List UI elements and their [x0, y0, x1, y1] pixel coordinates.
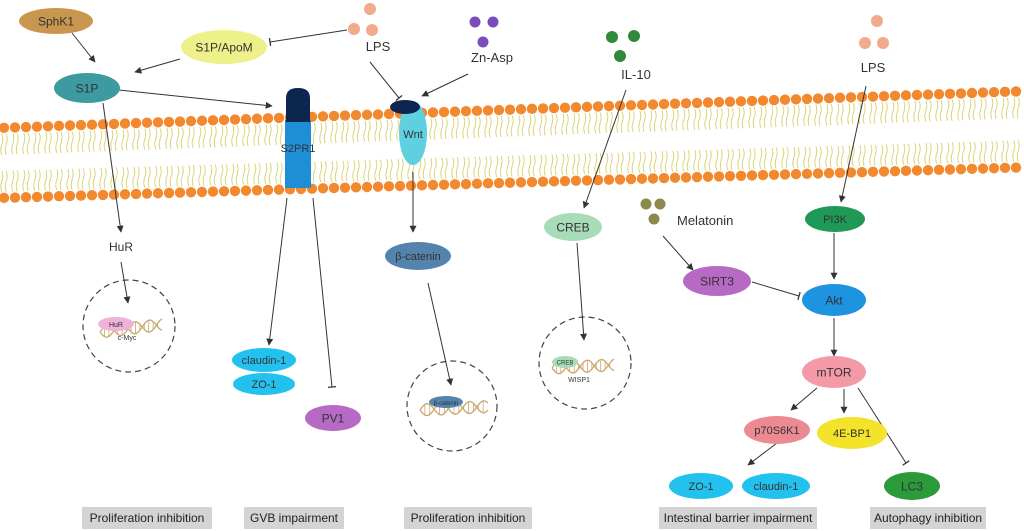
label-zo1-left: ZO-1	[251, 379, 276, 391]
edge-s2pr1-claudin	[266, 197, 288, 346]
edge-sphk1-s1p	[71, 32, 96, 63]
edge-lps-pi3k	[838, 85, 867, 203]
node-s1p-apom: S1P/ApoM	[181, 30, 267, 64]
label-lc3: LC3	[901, 480, 923, 494]
edge-creb-nucleus	[576, 242, 588, 341]
nucleus-beta-catenin	[406, 360, 498, 452]
edge-lps-apom	[268, 29, 348, 47]
node-sirt3: SIRT3	[683, 266, 751, 296]
edge-znasp-wnt	[421, 73, 469, 97]
footer-intestinal: Intestinal barrier impairment	[659, 507, 817, 529]
label-s2pr1: S2PR1	[281, 143, 316, 155]
label-hur: HuR	[109, 240, 133, 254]
zn-asp-molecules	[469, 16, 499, 48]
edge-il10-creb	[582, 89, 627, 209]
nucleus-creb	[538, 316, 632, 410]
label-claudin1-right: claudin-1	[754, 481, 799, 493]
cell-membrane	[0, 86, 1022, 204]
node-beta-catenin: β-catenin	[385, 242, 451, 270]
node-hur-in-nucleus: HuR	[98, 317, 134, 331]
edge-sirt3-akt	[751, 281, 801, 301]
edge-lps-wnt	[369, 61, 403, 102]
node-claudin1-left: claudin-1	[232, 348, 296, 372]
label-zo1-right: ZO-1	[688, 481, 713, 493]
footer-gvb: GVB impairment	[244, 507, 344, 529]
node-claudin1-right: claudin-1	[742, 473, 810, 499]
label-sphk1: SphK1	[38, 15, 74, 29]
label-pv1: PV1	[322, 412, 345, 426]
node-beta-catenin-nucleus: β-catenin	[429, 396, 463, 408]
label-wisp1: WISP1	[568, 377, 590, 384]
label-sirt3: SIRT3	[700, 275, 734, 289]
label-beta-catenin-nucleus: β-catenin	[434, 401, 459, 407]
edge-catenin-nucleus	[427, 282, 454, 386]
node-lc3: LC3	[884, 472, 940, 500]
label-hur-nucleus: HuR	[109, 322, 123, 329]
label-s1p: S1P	[76, 82, 99, 96]
pathway-edges	[71, 29, 910, 466]
edge-melatonin-sirt3	[662, 235, 694, 271]
label-lps-left: LPS	[366, 39, 391, 54]
footer-proliferation-1: Proliferation inhibition	[82, 507, 212, 529]
edge-s1p-s2pr1	[118, 89, 273, 109]
label-creb: CREB	[556, 221, 589, 235]
label-melatonin: Melatonin	[677, 213, 733, 228]
node-creb: CREB	[544, 213, 602, 241]
edge-p70-tightjunction	[747, 442, 778, 466]
footer-autophagy: Autophagy inhibition	[870, 507, 986, 529]
edge-s1p-hur	[102, 102, 124, 233]
node-sphk1: SphK1	[19, 8, 93, 34]
label-cmyc: c-Myc	[118, 335, 137, 342]
label-4ebp1: 4E-BP1	[833, 428, 871, 440]
node-mtor: mTOR	[802, 356, 866, 388]
wnt-receptor	[390, 100, 427, 165]
label-creb-nucleus: CREB	[557, 361, 574, 367]
melatonin-molecules	[640, 198, 666, 225]
label-s1p-apom: S1P/ApoM	[195, 41, 252, 55]
node-p70s6k1: p70S6K1	[744, 416, 810, 444]
label-lps-right: LPS	[861, 60, 886, 75]
edge-apom-s1p	[134, 58, 181, 74]
nucleus-hur	[82, 279, 176, 373]
label-beta-catenin: β-catenin	[395, 251, 440, 263]
node-pi3k: PI3K	[805, 206, 865, 232]
label-mtor: mTOR	[816, 366, 851, 380]
lps-right-molecules	[859, 15, 889, 49]
node-4ebp1: 4E-BP1	[817, 417, 887, 449]
node-pv1: PV1	[305, 405, 361, 431]
label-il10: IL-10	[621, 67, 651, 82]
node-s1p: S1P	[54, 73, 120, 103]
node-akt: Akt	[802, 284, 866, 316]
label-zn-asp: Zn-Asp	[471, 50, 513, 65]
edge-mtor-p70	[790, 387, 818, 411]
node-zo1-right: ZO-1	[669, 473, 733, 499]
label-wnt: Wnt	[403, 129, 423, 141]
label-p70s6k1: p70S6K1	[754, 425, 799, 437]
edge-s2pr1-pv1	[312, 197, 337, 389]
node-zo1-left: ZO-1	[233, 373, 295, 395]
lps-left-molecules	[348, 3, 378, 36]
s2pr1-receptor	[285, 88, 311, 188]
edge-hur-nucleus	[120, 261, 131, 304]
footer-proliferation-2: Proliferation inhibition	[404, 507, 532, 529]
label-akt: Akt	[825, 294, 843, 308]
il10-molecules	[606, 30, 640, 62]
node-creb-nucleus: CREB	[552, 356, 578, 368]
label-pi3k: PI3K	[823, 214, 848, 226]
label-claudin1-left: claudin-1	[242, 355, 287, 367]
